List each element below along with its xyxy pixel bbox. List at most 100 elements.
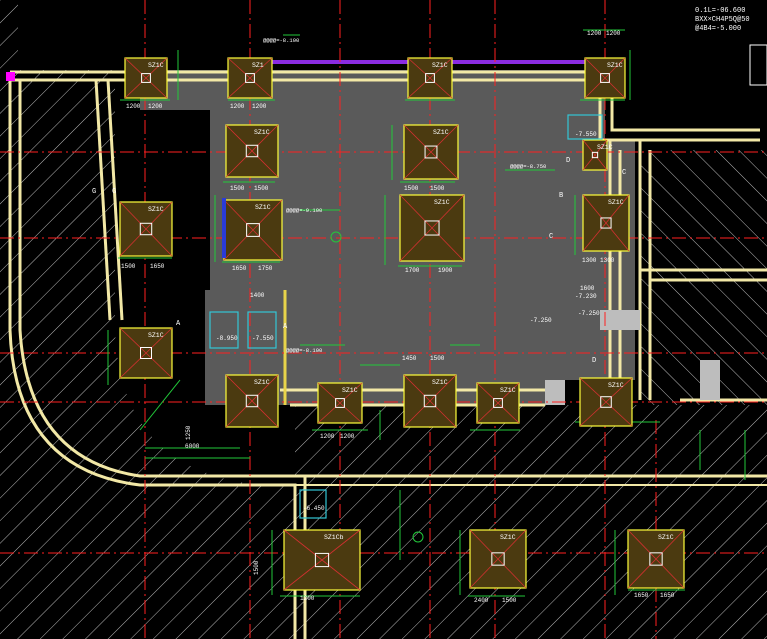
- pile-core: [140, 347, 152, 359]
- pile-diagonal: [317, 382, 363, 424]
- pile-cap[interactable]: SZ1C: [317, 382, 363, 424]
- pile-diagonal: [124, 57, 168, 99]
- pile-tag: SZ1C: [597, 144, 613, 151]
- pile-core: [335, 398, 345, 408]
- axis-tag: G: [112, 188, 116, 196]
- dimension-text: 1200: [340, 433, 355, 440]
- axis-tag: C: [549, 233, 553, 241]
- dimension-text: 6000: [185, 443, 200, 450]
- elevation-text: -7.550: [252, 335, 274, 342]
- dimension-text: 1500: [121, 263, 136, 270]
- elevation-text: -8.950: [216, 335, 238, 342]
- dimension-text: 1200: [126, 103, 141, 110]
- dimension-text: 1400: [250, 292, 265, 299]
- dimension-lines: [107, 29, 746, 597]
- dimension-text: 1200: [320, 433, 335, 440]
- pile-diagonal: [584, 57, 626, 99]
- pile-tag: SZ1C: [608, 199, 624, 206]
- pile-core: [245, 73, 255, 83]
- pile-cap[interactable]: SZ1C: [579, 377, 633, 427]
- pile-diagonal: [469, 529, 527, 589]
- dimension-text: 1500: [253, 560, 260, 575]
- pile-cap[interactable]: SZ1C: [469, 529, 527, 589]
- pile-diagonal: [283, 529, 361, 591]
- pile-tag: SZ1C: [607, 62, 623, 69]
- pile-cap[interactable]: SZ1C: [119, 327, 173, 379]
- axis-tag: B: [559, 192, 563, 200]
- dimension-text: 1450: [402, 355, 417, 362]
- pile-core: [600, 73, 610, 83]
- section-marker: [330, 231, 342, 243]
- pile-cap[interactable]: SZ1Cb: [283, 529, 361, 591]
- axis-tag: A: [176, 320, 181, 328]
- pile-diagonal: [403, 374, 457, 428]
- pile-cap[interactable]: SZ1C: [582, 194, 630, 252]
- pile-core: [246, 223, 260, 237]
- pile-tag: SZ1: [252, 62, 264, 69]
- pile-diagonal: [582, 139, 608, 171]
- pile-cap[interactable]: SZ1C: [225, 124, 279, 178]
- pile-diagonal: [119, 201, 173, 257]
- pile-cap[interactable]: SZ1C: [476, 382, 520, 424]
- elevation-text: -7.230: [575, 293, 597, 300]
- pile-cap[interactable]: SZ1C: [403, 124, 459, 180]
- pile-tag: SZ1C: [433, 129, 449, 136]
- note-text: @@@@=-9.100: [286, 207, 322, 214]
- legend-block: 0.1L=-06.600 BXX×CH4P5Q@50 @4B4=-5.000: [695, 7, 767, 86]
- pile-core: [245, 394, 259, 408]
- dimension-text: 2400: [474, 597, 489, 604]
- pile-cap[interactable]: SZ1C: [223, 199, 283, 261]
- dimension-text: 1500: [404, 185, 419, 192]
- hatched-ground-left: [0, 70, 295, 639]
- pile-cap[interactable]: SZ1C: [584, 57, 626, 99]
- note-texts: @@@@=-8.100@@@@=-9.100@@@@=-8.750@@@@=-8…: [263, 37, 546, 354]
- legend-line-1: 0.1L=-06.600: [695, 7, 745, 15]
- elevation-text: -6.450: [303, 505, 325, 512]
- elevation-texts: -7.250-7.230-7.550-6.450-8.950-7.550-7.2…: [216, 131, 600, 512]
- dimension-text: 1300: [600, 257, 615, 264]
- pile-cap[interactable]: SZ1C: [407, 57, 453, 99]
- elevation-text: -7.550: [575, 131, 597, 138]
- pile-core: [314, 552, 330, 568]
- dimension-text: 1700: [405, 267, 420, 274]
- dimension-text: 1500: [230, 185, 245, 192]
- dimension-text: 1650: [634, 592, 649, 599]
- blue-wall-segment: [222, 198, 226, 258]
- pile-cap[interactable]: SZ1C: [119, 201, 173, 257]
- grey-steps: [545, 310, 640, 405]
- pile-cap[interactable]: SZ1C: [582, 139, 613, 171]
- pile-core: [139, 222, 153, 236]
- magenta-grip-marker[interactable]: [6, 72, 15, 81]
- dimension-text: 1200: [252, 103, 267, 110]
- pile-cap[interactable]: SZ1C: [403, 374, 457, 428]
- axis-tag: C: [622, 169, 626, 177]
- hatched-ground-bottom: [295, 405, 767, 639]
- dimension-text: 1300: [582, 257, 597, 264]
- pile-core: [491, 552, 505, 566]
- pile-cap[interactable]: SZ1C: [399, 194, 465, 262]
- pile-tag: SZ1C: [500, 534, 516, 541]
- dimension-text: 1500: [502, 597, 517, 604]
- dimension-text: 1750: [258, 265, 273, 272]
- legend-line-3: @4B4=-5.000: [695, 25, 741, 33]
- pile-diagonal: [225, 374, 279, 428]
- legend-line-2: BXX×CH4P5Q@50: [695, 16, 750, 24]
- axis-tag: G: [92, 188, 96, 196]
- pile-core: [141, 73, 151, 83]
- pile-tag: SZ1C: [254, 129, 270, 136]
- pile-cap[interactable]: SZ1: [227, 57, 273, 99]
- pile-tag: SZ1C: [434, 199, 450, 206]
- dimension-text: 1200: [587, 30, 602, 37]
- dimension-text: 1650: [150, 263, 165, 270]
- dimension-text: 1650: [660, 592, 675, 599]
- pile-cap[interactable]: SZ1C: [225, 374, 279, 428]
- pile-cap[interactable]: SZ1C: [124, 57, 168, 99]
- pile-diagonal: [225, 124, 279, 178]
- pile-tag: SZ1C: [608, 382, 624, 389]
- pile-tag: SZ1C: [148, 332, 164, 339]
- pile-cap[interactable]: SZ1C: [627, 529, 685, 589]
